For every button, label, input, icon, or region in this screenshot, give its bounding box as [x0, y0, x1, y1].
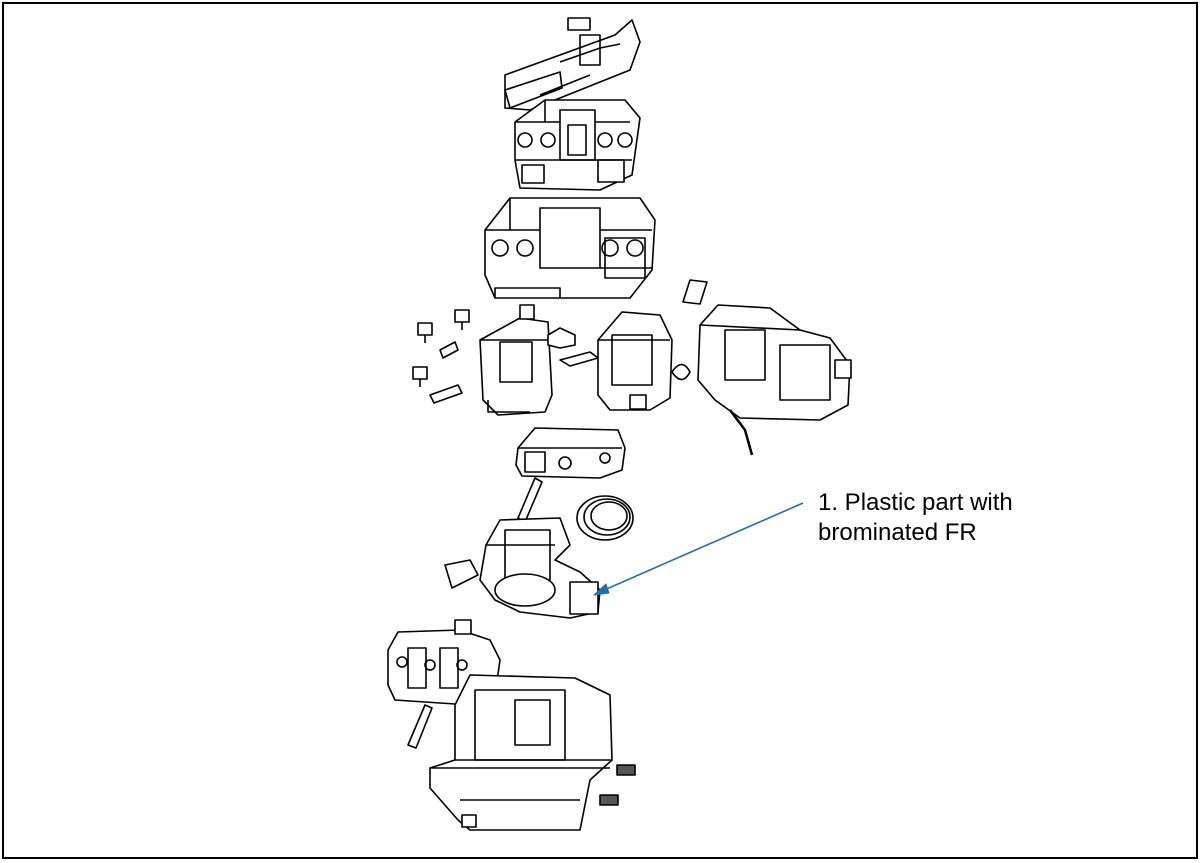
coil-spring-part — [576, 495, 634, 541]
small-plate-part — [682, 279, 708, 305]
upper-housing-part — [514, 99, 641, 191]
center-contact-carrier-part — [597, 311, 691, 411]
callout-arrow — [593, 502, 804, 596]
small-insert-part — [407, 704, 433, 749]
terminal-screws-part — [412, 309, 470, 404]
auxiliary-contact-block-part — [697, 304, 852, 456]
left-contact-carrier-part — [479, 304, 599, 416]
arc-chute-part — [515, 427, 626, 479]
housing-frame-part — [484, 197, 656, 299]
coil-assembly-plastic-part — [444, 517, 601, 619]
callout-line-1: 1. Plastic part with — [818, 489, 1013, 516]
top-cover-part — [504, 17, 641, 111]
base-housing-part — [429, 674, 613, 831]
callout-line-2: brominated FR — [818, 519, 977, 546]
connecting-pin-part — [517, 477, 543, 523]
callout-label: 1. Plastic part with brominated FR — [818, 488, 1013, 548]
small-springs-part — [599, 764, 636, 806]
